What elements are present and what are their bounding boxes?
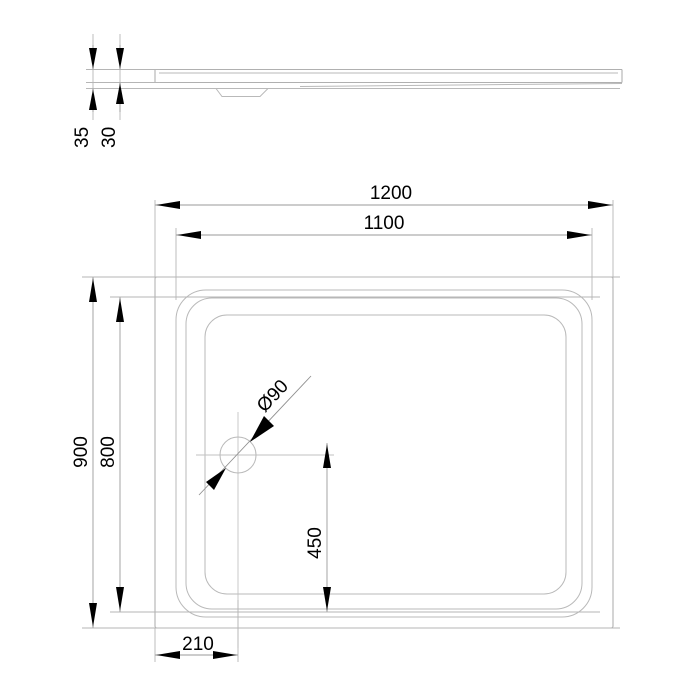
dim210-arrow-left	[156, 651, 180, 659]
dimension-210: 210	[154, 600, 239, 662]
dimension-30: 30	[99, 45, 124, 148]
dim-label-1100: 1100	[364, 213, 405, 234]
dim800-arrow-bottom	[116, 587, 124, 611]
dim-label-35: 35	[72, 127, 93, 148]
side-elevation-view: 35 30	[72, 34, 623, 148]
plan-view: Ø90 1200 1100 900	[71, 183, 620, 662]
plan-tray-rim-step	[185, 297, 583, 610]
dim-label-450: 450	[305, 527, 326, 559]
dim35-arrow-top	[89, 48, 97, 69]
dim-label-1200: 1200	[370, 183, 412, 204]
drain-dia-arrow-upper	[250, 416, 274, 442]
dimension-35: 35	[72, 45, 97, 148]
dimension-1100: 1100	[175, 213, 593, 300]
dim-label-800: 800	[98, 436, 119, 468]
dimension-1200: 1200	[154, 183, 614, 290]
side-underside-slope	[299, 83, 623, 87]
dim210-arrow-right	[213, 651, 237, 659]
dimension-drain-diameter: Ø90	[198, 375, 312, 496]
dim-label-30: 30	[99, 127, 120, 148]
plan-footprint-rect	[154, 276, 614, 629]
side-drain-boss	[215, 88, 269, 97]
drain-dia-arrow-lower	[206, 468, 226, 490]
dimension-900: 900	[71, 276, 620, 629]
dim450-arrow-bottom	[323, 587, 331, 611]
dim1100-arrow-left	[177, 231, 201, 239]
dim900-arrow-bottom	[89, 603, 97, 627]
dim30-arrow-bottom	[116, 83, 124, 104]
dim-label-drain-diameter: Ø90	[253, 376, 293, 417]
dimension-450: 450	[305, 443, 331, 612]
dim800-arrow-top	[116, 298, 124, 322]
side-left-cap	[154, 69, 160, 84]
dim900-arrow-top	[89, 278, 97, 302]
dim450-arrow-top	[323, 444, 331, 468]
dim30-arrow-top	[116, 48, 124, 69]
dim1200-arrow-right	[588, 201, 612, 209]
plan-basin-inner	[204, 314, 567, 595]
dim-label-210: 210	[182, 634, 214, 655]
dimension-800: 800	[98, 296, 600, 613]
dim-label-900: 900	[71, 436, 92, 468]
plan-tray-outer-rounded	[175, 289, 593, 618]
dim1100-arrow-right	[567, 231, 591, 239]
drain-circle	[219, 436, 257, 474]
dim35-arrow-bottom	[89, 89, 97, 110]
dim1200-arrow-left	[156, 201, 180, 209]
